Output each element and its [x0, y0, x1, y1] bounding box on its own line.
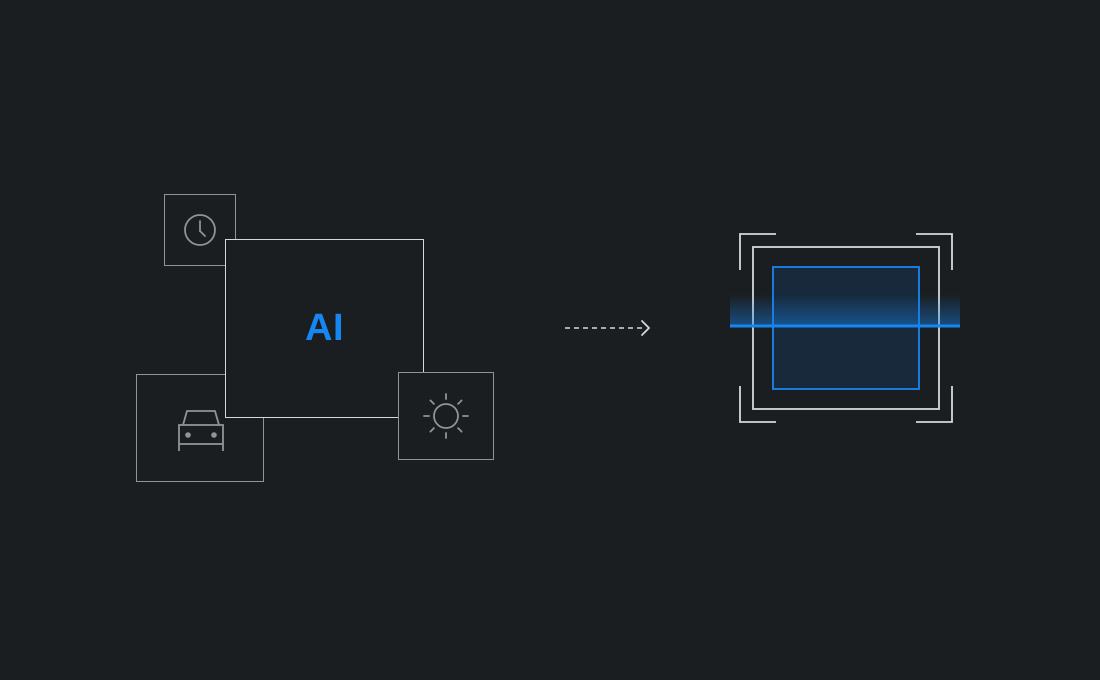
clock-tile [164, 194, 236, 266]
ai-core-box: AI [225, 239, 424, 418]
clock-icon [184, 214, 216, 246]
scan-frame-icon [730, 233, 960, 423]
sun-tile [398, 372, 494, 460]
ai-label: AI [305, 307, 344, 349]
car-icon [178, 410, 224, 451]
sun-icon [423, 393, 469, 439]
arrow-icon [565, 320, 650, 336]
